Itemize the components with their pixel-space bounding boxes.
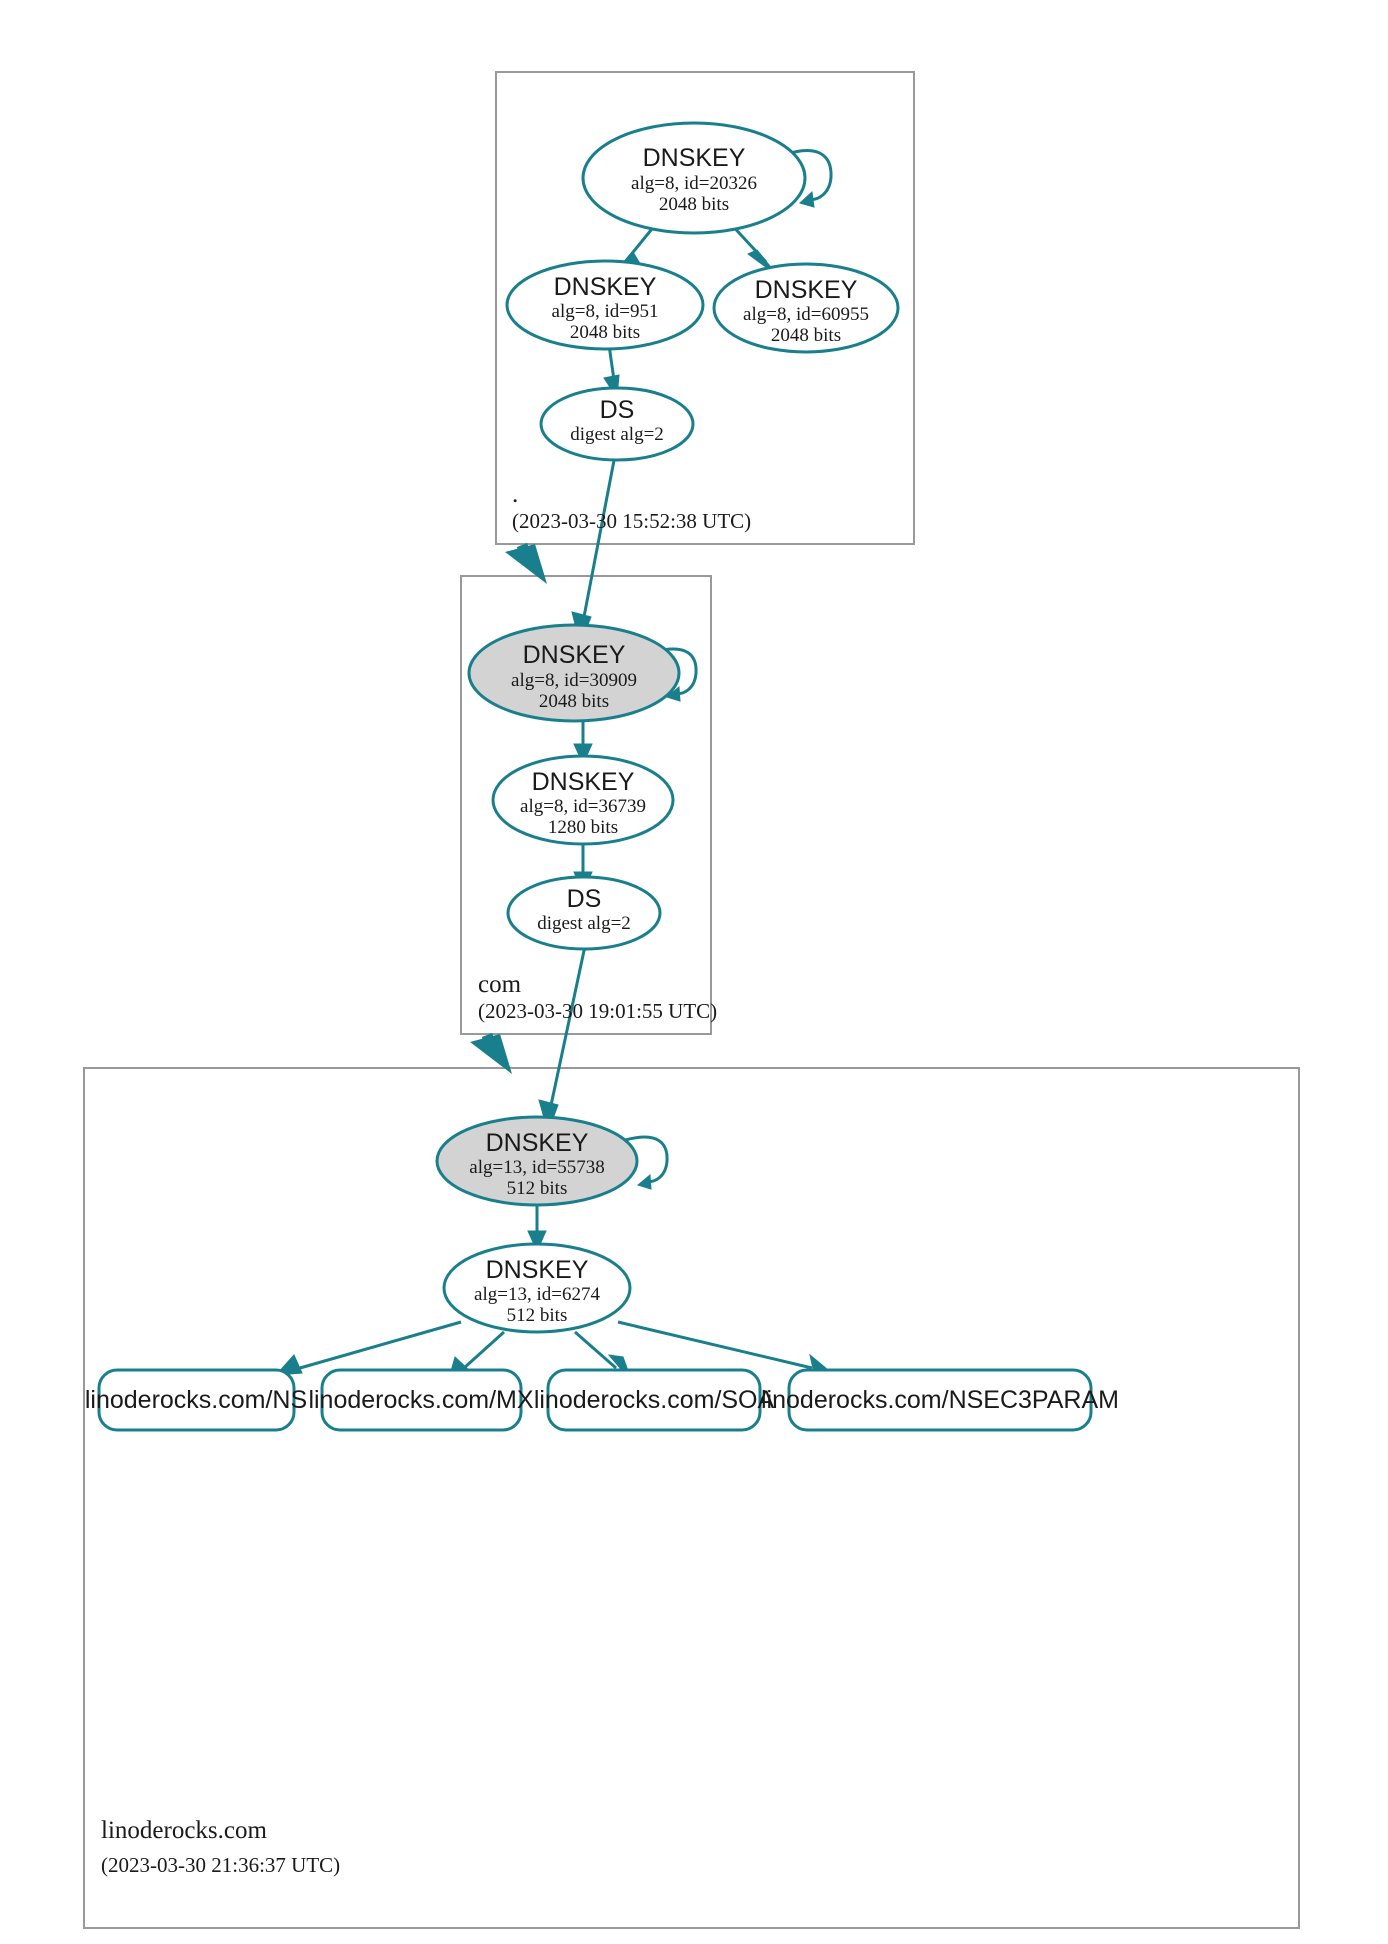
node-params: alg=8, id=36739: [520, 796, 646, 817]
node-root-ds[interactable]: DS digest alg=2: [539, 386, 695, 462]
node-com-ds[interactable]: DS digest alg=2: [506, 875, 662, 951]
rrset-label: linoderocks.com/NSEC3PARAM: [761, 1386, 1119, 1414]
node-size: 2048 bits: [570, 322, 640, 343]
node-params: alg=8, id=951: [552, 301, 659, 322]
node-params: alg=8, id=20326: [631, 173, 757, 194]
edge-com-ksk-self-sign: [653, 647, 698, 702]
node-size: 1280 bits: [548, 817, 618, 838]
node-size: 512 bits: [507, 1305, 568, 1326]
node-title: DS: [567, 885, 602, 913]
node-params: digest alg=2: [537, 913, 631, 934]
node-rrset-mx[interactable]: linoderocks.com/MX: [308, 1368, 534, 1432]
rrset-label: linoderocks.com/NS: [85, 1386, 307, 1414]
node-params: digest alg=2: [570, 424, 664, 445]
node-params: alg=8, id=60955: [743, 304, 869, 325]
node-size: 2048 bits: [659, 194, 729, 215]
node-params: alg=13, id=55738: [469, 1157, 604, 1178]
node-root-zsk-951[interactable]: DNSKEY alg=8, id=951 2048 bits: [505, 259, 705, 351]
node-size: 2048 bits: [771, 325, 841, 346]
edge-root-ksk-self-sign: [783, 149, 833, 208]
node-params: alg=13, id=6274: [474, 1284, 600, 1305]
rrset-label: linoderocks.com/MX: [308, 1386, 533, 1414]
node-title: DNSKEY: [486, 1129, 589, 1157]
node-params: alg=8, id=30909: [511, 670, 637, 691]
node-title: DNSKEY: [532, 768, 635, 796]
node-rrset-soa[interactable]: linoderocks.com/SOA: [534, 1368, 775, 1432]
zone-timestamp-com: (2023-03-30 19:01:55 UTC): [478, 999, 717, 1023]
node-lr-zsk-6274[interactable]: DNSKEY alg=13, id=6274 512 bits: [442, 1242, 632, 1334]
edge-lr-ksk-self-sign: [624, 1135, 669, 1190]
node-rrset-ns[interactable]: linoderocks.com/NS: [85, 1368, 307, 1432]
node-title: DNSKEY: [643, 144, 746, 172]
node-title: DNSKEY: [554, 273, 657, 301]
zone-label-com: com: [478, 971, 522, 998]
node-com-zsk-36739[interactable]: DNSKEY alg=8, id=36739 1280 bits: [491, 754, 675, 846]
delegation-arrow-com-to-linoderocks: [470, 1033, 512, 1074]
node-size: 512 bits: [507, 1178, 568, 1199]
node-rrset-nsec3param[interactable]: linoderocks.com/NSEC3PARAM: [761, 1368, 1119, 1432]
node-root-ksk-20326[interactable]: DNSKEY alg=8, id=20326 2048 bits: [581, 121, 807, 235]
zone-timestamp-root: (2023-03-30 15:52:38 UTC): [512, 509, 751, 533]
delegation-arrow-root-to-com: [505, 543, 547, 584]
zone-label-linoderocks: linoderocks.com: [101, 1817, 267, 1844]
node-com-ksk-30909[interactable]: DNSKEY alg=8, id=30909 2048 bits: [467, 623, 681, 723]
zone-label-root: .: [512, 481, 518, 508]
rrset-label: linoderocks.com/SOA: [534, 1386, 775, 1414]
node-title: DNSKEY: [523, 641, 626, 669]
node-size: 2048 bits: [539, 691, 609, 712]
zone-box-linoderocks: [83, 1067, 1300, 1929]
zone-timestamp-linoderocks: (2023-03-30 21:36:37 UTC): [101, 1853, 340, 1877]
node-title: DS: [600, 396, 635, 424]
node-title: DNSKEY: [486, 1256, 589, 1284]
node-root-zsk-60955[interactable]: DNSKEY alg=8, id=60955 2048 bits: [712, 262, 900, 354]
node-lr-ksk-55738[interactable]: DNSKEY alg=13, id=55738 512 bits: [435, 1115, 639, 1207]
node-title: DNSKEY: [755, 276, 858, 304]
